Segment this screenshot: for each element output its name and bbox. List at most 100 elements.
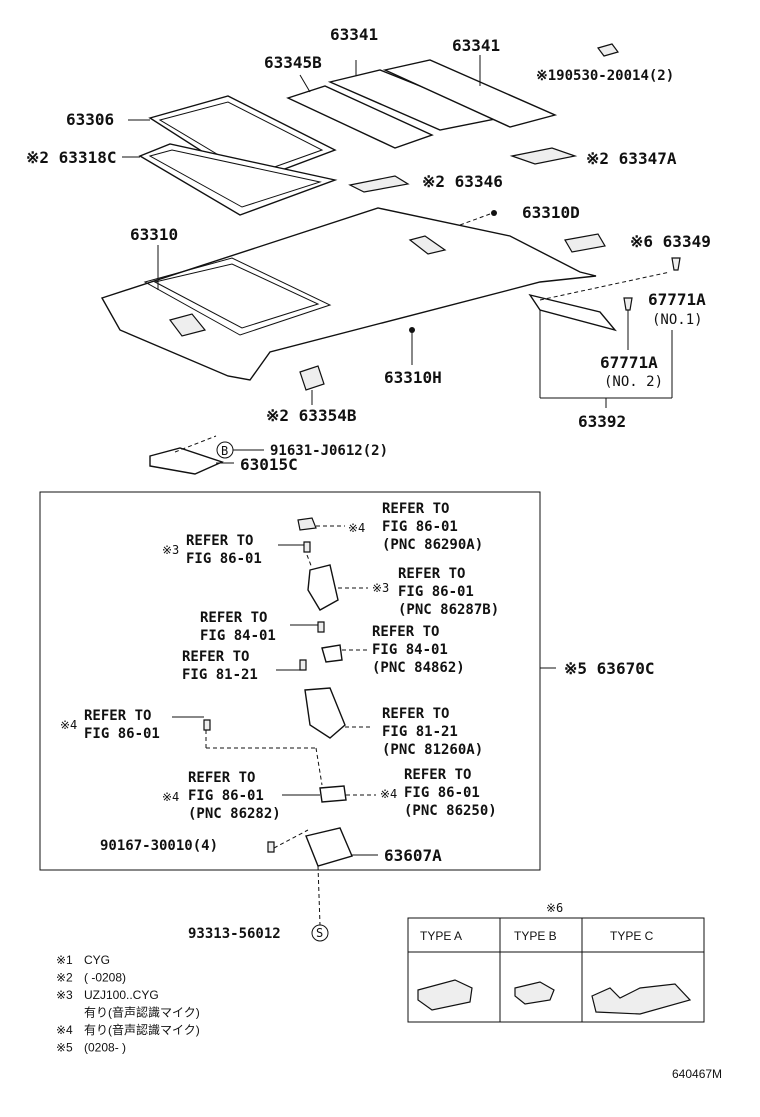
reference-mark: ※4 xyxy=(348,521,365,535)
label-63310: 63310 xyxy=(130,225,178,244)
pad-63346 xyxy=(348,175,410,193)
reference-line: (PNC 86290A) xyxy=(382,537,483,553)
reference-line: (PNC 81260A) xyxy=(382,742,483,758)
label-63349: ※6 63349 xyxy=(630,232,711,251)
garnish-63392 xyxy=(528,271,673,408)
bracket-63015c xyxy=(149,435,234,475)
reference-line: REFER TO xyxy=(404,767,471,783)
label-63306: 63306 xyxy=(66,110,114,129)
reference-mark: ※4 xyxy=(60,718,77,732)
footnote-text: UZJ100..CYG xyxy=(84,988,159,1002)
circle-b-label: B xyxy=(221,444,228,458)
reference-mark: ※3 xyxy=(162,543,179,557)
reference-line: FIG 86-01 xyxy=(404,785,480,801)
headliner-63310 xyxy=(100,207,597,381)
label-63670c: ※5 63670C xyxy=(564,659,654,678)
reference-line: REFER TO xyxy=(382,706,449,722)
label-67771a-no2-sub: (NO. 2) xyxy=(604,374,663,390)
label-67771a-no2: 67771A xyxy=(600,353,658,372)
pad-63354b xyxy=(299,365,325,405)
label-67771a-no1: 67771A xyxy=(648,290,706,309)
label-63607a: 63607A xyxy=(384,846,442,865)
label-63318c: ※2 63318C xyxy=(26,148,116,167)
diagram-code: 640467M xyxy=(672,1067,722,1081)
label-63347a: ※2 63347A xyxy=(586,149,677,168)
reference-note: REFER TO FIG 84-01 (PNC 84862) xyxy=(372,624,465,676)
footnote-text: (0208- ) xyxy=(84,1041,126,1055)
reference-line: FIG 86-01 xyxy=(382,519,458,535)
clip-63310h xyxy=(409,327,415,365)
reference-line: REFER TO xyxy=(398,566,465,582)
footnote-text: ( -0208) xyxy=(84,971,126,985)
pad-63347a xyxy=(509,147,578,165)
circle-s-label: S xyxy=(316,926,323,940)
sunroof-seal-63318c xyxy=(122,143,338,216)
reference-line: (PNC 84862) xyxy=(372,660,465,676)
label-63310h: 63310H xyxy=(384,368,442,387)
label-91631: 91631-J0612(2) xyxy=(270,443,388,459)
reference-note: REFER TO FIG 81-21 (PNC 81260A) xyxy=(382,706,483,758)
label-63346: ※2 63346 xyxy=(422,172,503,191)
reference-line: FIG 86-01 xyxy=(84,726,160,742)
clip-190530 xyxy=(596,43,620,57)
reference-line: (PNC 86287B) xyxy=(398,602,499,618)
reference-note: ※4 REFER TO FIG 86-01 (PNC 86290A) xyxy=(348,501,483,553)
reference-line: FIG 86-01 xyxy=(188,788,264,804)
clip-67771a-no1 xyxy=(671,257,681,271)
circle-s-icon xyxy=(311,924,329,942)
label-63341-b: 63341 xyxy=(452,36,500,55)
footnote-mark: ※4 xyxy=(56,1023,73,1037)
reference-line: FIG 81-21 xyxy=(382,724,458,740)
sunshade-trim-63345b xyxy=(286,74,434,149)
reference-line: FIG 86-01 xyxy=(398,584,474,600)
footnote-mark: ※2 xyxy=(56,971,73,985)
label-63345b: 63345B xyxy=(264,53,322,72)
label-90167: 90167-30010(4) xyxy=(100,838,218,854)
bracket-63349 xyxy=(564,233,606,253)
reference-line: REFER TO xyxy=(188,770,255,786)
inset-components xyxy=(172,517,378,942)
label-63341-a: 63341 xyxy=(330,25,378,44)
footnote-text: 有り(音声認識マイク) xyxy=(84,1022,200,1037)
footnote-mark: ※1 xyxy=(56,953,73,967)
label-93313: 93313-56012 xyxy=(188,926,281,942)
reference-note: ※3 REFER TO FIG 86-01 xyxy=(162,533,262,567)
footnotes: ※1 CYG ※2 ( -0208) ※3 UZJ100..CYG 有り(音声認識マイク) ※… xyxy=(56,953,200,1055)
footnote-mark: ※5 xyxy=(56,1041,73,1055)
clip-63310d xyxy=(459,210,497,226)
reference-note: ※4 REFER TO FIG 86-01 (PNC 86282) xyxy=(162,770,281,822)
label-67771a-no1-sub: (NO.1) xyxy=(652,312,703,328)
footnote-text: 有り(音声認識マイク) xyxy=(84,1005,200,1020)
reference-mark: ※3 xyxy=(372,581,389,595)
type-table-mark: ※6 xyxy=(546,901,563,915)
type-header-a: TYPE A xyxy=(420,929,462,943)
label-63392: 63392 xyxy=(578,412,626,431)
reference-note: ※4 REFER TO FIG 86-01 xyxy=(60,708,160,742)
reference-line: REFER TO xyxy=(182,649,249,665)
type-table xyxy=(407,917,705,1023)
reference-mark: ※4 xyxy=(380,787,397,801)
reference-line: FIG 84-01 xyxy=(372,642,448,658)
reference-note: ※4 REFER TO FIG 86-01 (PNC 86250) xyxy=(380,767,497,819)
reference-line: REFER TO xyxy=(186,533,253,549)
reference-line: REFER TO xyxy=(84,708,151,724)
sunshade-trim-63341-b xyxy=(382,55,558,128)
type-header-b: TYPE B xyxy=(514,929,557,943)
footnote-text: CYG xyxy=(84,953,110,967)
reference-line: FIG 86-01 xyxy=(186,551,262,567)
inset-box-63670c xyxy=(39,491,541,871)
reference-line: (PNC 86250) xyxy=(404,803,497,819)
label-190530: ※190530-20014(2) xyxy=(536,68,674,84)
reference-line: REFER TO xyxy=(200,610,267,626)
reference-mark: ※4 xyxy=(162,790,179,804)
clip-67771a-no2 xyxy=(623,297,633,350)
reference-line: (PNC 86282) xyxy=(188,806,281,822)
reference-line: REFER TO xyxy=(372,624,439,640)
footnote-mark: ※3 xyxy=(56,988,73,1002)
reference-line: REFER TO xyxy=(382,501,449,517)
